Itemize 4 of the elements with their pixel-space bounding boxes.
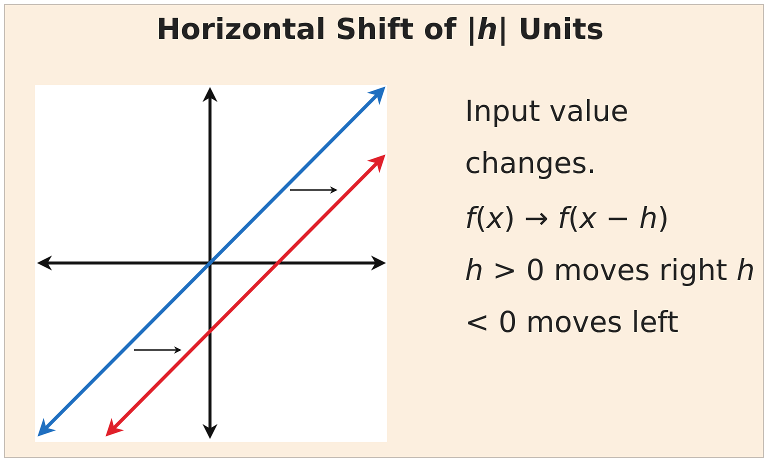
title: Horizontal Shift of |h| Units	[155, 12, 605, 46]
function-notation: f(x) → f(x − h)	[465, 200, 670, 237]
description-text: Input value changes.	[465, 93, 630, 182]
shift-rule-text: h > 0 moves right h < 0 moves left	[465, 252, 755, 341]
